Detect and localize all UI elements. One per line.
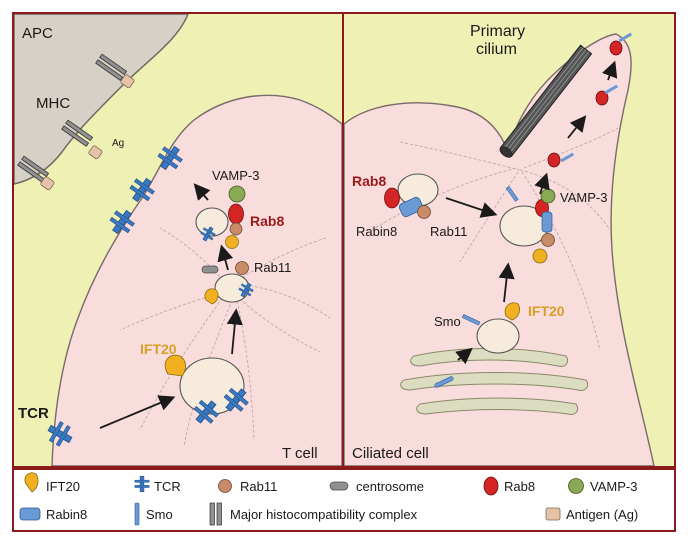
svg-text:Rab11: Rab11 (240, 479, 277, 494)
svg-text:Antigen (Ag): Antigen (Ag) (566, 507, 638, 522)
rab8-rabin8-vesicle (384, 173, 439, 219)
svg-text:Rab8: Rab8 (504, 479, 535, 494)
ift20-label-right: IFT20 (528, 303, 565, 319)
ift20-icon (24, 472, 39, 493)
mhc-complex-1 (95, 53, 135, 89)
svg-text:TCR: TCR (154, 479, 181, 494)
rabin8-icon (19, 507, 41, 521)
t-cell-large-vesicle (164, 354, 253, 429)
t-cell-label: T cell (282, 445, 318, 462)
svg-text:Major histocompatibility compl: Major histocompatibility complex (230, 507, 418, 522)
rab11-icon (218, 479, 232, 493)
t-cell-top-vesicle (195, 185, 246, 249)
legend-item-vamp3: VAMP-3 (568, 478, 637, 494)
svg-text:centrosome: centrosome (356, 479, 424, 494)
rab11-label-left: Rab11 (254, 260, 291, 275)
primary-cilium-axoneme (499, 44, 593, 158)
legend-item-mhc: Major histocompatibility complex (209, 502, 418, 526)
smo-icon (134, 502, 140, 526)
t-cell-arrows (99, 183, 243, 429)
vamp3-icon (568, 478, 584, 494)
ciliated-cell-arrows (445, 60, 618, 365)
golgi-stacks (400, 348, 589, 415)
svg-text:Smo: Smo (146, 507, 173, 522)
legend-item-rab8: Rab8 (483, 476, 535, 496)
svg-text:Rabin8: Rabin8 (46, 507, 87, 522)
legend-item-rab11: Rab11 (218, 479, 277, 494)
rab8-label-right: Rab8 (352, 173, 386, 189)
vamp3-label-left: VAMP-3 (212, 168, 259, 183)
legend-item-ift20: IFT20 (24, 472, 80, 494)
ciliated-cell-label: Ciliated cell (352, 445, 429, 462)
apc-label: APC (22, 25, 53, 42)
smo-label: Smo (434, 314, 461, 329)
rab8-icon (483, 476, 499, 496)
legend-item-centrosome: centrosome (329, 479, 424, 494)
legend-frame (12, 468, 676, 532)
centrosome-icon (329, 481, 349, 491)
rab8-label-left: Rab8 (250, 213, 284, 229)
legend-item-smo: Smo (134, 502, 173, 526)
legend-item-rabin8: Rabin8 (19, 507, 87, 522)
t-cell-middle-vesicle (201, 261, 256, 305)
legend-item-antigen: Antigen (Ag) (545, 507, 638, 522)
mhc-complex-3 (17, 155, 55, 191)
mhc-icon (209, 502, 222, 526)
t-cell-body (51, 94, 343, 467)
svg-text:IFT20: IFT20 (46, 479, 80, 494)
mhc-label: MHC (36, 95, 70, 112)
cilium-vesicles (547, 32, 633, 168)
ift20-label-left: IFT20 (140, 341, 177, 357)
vamp3-label-right: VAMP-3 (560, 190, 607, 205)
mhc-complex-2 (61, 119, 103, 160)
tcr-label: TCR (18, 405, 49, 422)
antigen-icon (545, 507, 561, 521)
cilium-label-line1: Primary (470, 23, 525, 40)
legend-item-tcr: TCR (134, 475, 181, 494)
smo-vesicle (461, 302, 520, 354)
ag-label: Ag (112, 138, 124, 149)
cilium-label-line2: cilium (476, 41, 517, 58)
rab11-label-right: Rab11 (430, 224, 467, 239)
rabin8-label-right: Rabin8 (356, 224, 397, 239)
svg-text:VAMP-3: VAMP-3 (590, 479, 637, 494)
